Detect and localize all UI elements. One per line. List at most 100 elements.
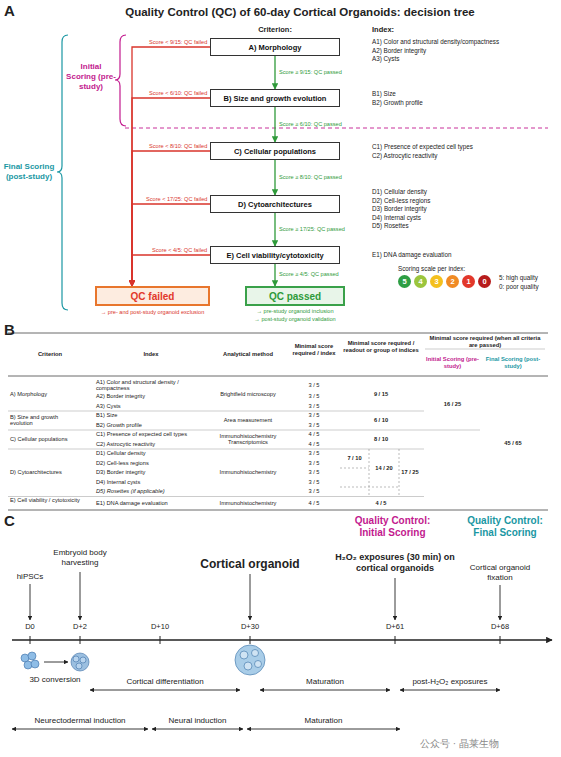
connector (274, 160, 275, 195)
score-circle: 0 (478, 275, 491, 288)
table-cell: A2) Border integrity (96, 393, 206, 400)
timeline-axis (12, 639, 552, 640)
day-tick (80, 636, 81, 644)
table-cell: 17 / 25 (399, 469, 421, 476)
node-text: 5 (402, 277, 406, 286)
edge-label: Score ≥ 17/25: QC passed (279, 226, 345, 233)
node-text: QC failed (131, 291, 175, 302)
leader-arrow (250, 574, 251, 620)
group-divider (369, 449, 370, 497)
index-item: B2) Growth profile (372, 99, 547, 107)
score-circle: 5 (398, 275, 411, 288)
table-cell: D5) Rosettes (if applicable) (96, 488, 208, 495)
node-text: B) Size and growth evolution (224, 94, 327, 103)
node-text: 1 (466, 277, 470, 286)
criterion-box: E) Cell viability/cytotoxicity (210, 246, 340, 264)
process-arrow (44, 662, 68, 663)
node-text: A) Morphology (249, 43, 302, 52)
scale-key: 0: poor quality (499, 283, 559, 291)
criterion-box: B) Size and growth evolution (210, 89, 340, 107)
table-header: Minimal score required (when all criteri… (425, 335, 545, 349)
node-text: C) Cellular populations (234, 147, 316, 156)
table-cell: 16 / 25 (425, 401, 480, 408)
group-divider (340, 468, 369, 469)
table-cell: 45 / 65 (482, 440, 544, 447)
node-text: 4 (418, 277, 422, 286)
index-item: D4) Internal cysts (372, 214, 547, 222)
edge-label: Score ≥ 8/10: QC passed (279, 174, 342, 181)
table-header: Minimal score required / readout or grou… (340, 340, 422, 354)
table-cell: 3 / 5 (290, 393, 338, 400)
day-label: D+30 (230, 622, 270, 631)
table-cell: Area measurement (210, 417, 286, 424)
phase-arrow (12, 729, 148, 730)
outcome-box: QC passed (245, 286, 345, 306)
day-tick (250, 636, 251, 644)
table-rule (8, 333, 548, 334)
day-tick (160, 636, 161, 644)
index-item: B1) Size (372, 90, 547, 98)
table-cell: 4 / 5 (290, 431, 338, 438)
score-circle: 2 (446, 275, 459, 288)
table-cell: 3 / 5 (290, 488, 338, 495)
phase-arrow (90, 690, 240, 691)
table-cell: 3 / 5 (290, 469, 338, 476)
table-rule (8, 376, 548, 377)
table-cell: D) Cytoarchitectures (10, 469, 90, 476)
edge-label: Score ≥ 6/10: QC passed (279, 121, 342, 128)
connector (132, 151, 210, 286)
leader-arrow (500, 585, 501, 620)
scoring-phase-label: Final Scoring (post-study) (2, 162, 56, 182)
table-header: Minimal score required / index (290, 343, 338, 357)
phase-label: Maturation (247, 716, 400, 726)
phase-label: Maturation (260, 677, 390, 687)
table-cell: E1) DNA damage evaluation (96, 500, 208, 507)
table-cell: 7 / 10 (340, 455, 369, 462)
edge-label: Score < 9/15: QC failed (149, 39, 207, 46)
connector (274, 213, 275, 246)
table-rule (8, 411, 424, 412)
watermark: 公众号 · 晶莱生物 (420, 738, 550, 750)
table-cell: 3 / 5 (290, 479, 338, 486)
index-item: D1) Cellular density (372, 188, 547, 196)
table-cell: Immunohistochemistry (210, 469, 286, 476)
day-label: D0 (10, 622, 50, 631)
day-tick (500, 636, 501, 644)
table-cell: 14 / 20 (369, 465, 399, 472)
table-cell: 3 / 5 (290, 422, 338, 429)
table-header: Initial Scoring (pre-study) (425, 356, 480, 370)
phase-arrow (247, 729, 400, 730)
table-cell: 3 / 5 (290, 403, 338, 410)
outcome-note: → pre- and post-study organoid exclusion (85, 309, 220, 316)
outcome-box: QC failed (95, 286, 210, 306)
table-header: Final Scoring (post-study) (482, 356, 544, 370)
phase-label: Neurectodermal induction (12, 716, 148, 726)
node-text: QC passed (269, 291, 321, 302)
timeline-label: Cortical organoid (195, 557, 305, 572)
table-cell: 4 / 5 (290, 500, 338, 507)
connector (132, 255, 210, 286)
table-cell: A1) Color and structural density / compa… (96, 379, 196, 393)
table-cell: Brightfield microscopy (210, 391, 286, 398)
day-label: D+61 (375, 622, 415, 631)
table-rule (8, 449, 424, 450)
group-divider (399, 449, 400, 497)
outcome-note: → post-study organoid validation (245, 316, 345, 323)
phase-arrow (152, 729, 243, 730)
initial-bracket (115, 35, 126, 126)
table-rule (8, 510, 548, 511)
timeline-label: H₂O₂ exposures (30 min) on cortical orga… (330, 552, 460, 574)
score-circle: 4 (414, 275, 427, 288)
edge-label: Score ≥ 9/15: QC passed (279, 69, 342, 76)
node-text: 2 (450, 277, 454, 286)
scale-key: 5: high quality (499, 274, 559, 282)
table-cell: E) Cell viability / cytotoxicity (10, 497, 80, 504)
leader-arrow (80, 572, 81, 620)
table-cell: 4 / 5 (340, 500, 422, 507)
table-cell: D4) Internal cysts (96, 479, 208, 486)
day-tick (30, 636, 31, 644)
panel-letter: C (4, 512, 24, 530)
table-cell: Immunohistochemistry Transcriptomics (210, 433, 286, 447)
